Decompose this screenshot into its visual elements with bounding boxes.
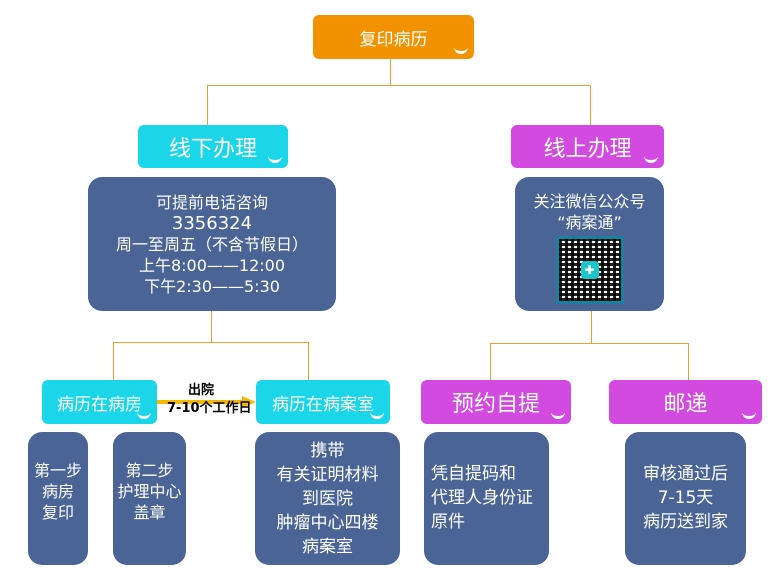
info-line: 关注微信公众号 [533, 192, 646, 211]
mail-label: 邮递 [663, 392, 708, 417]
bring-line: 肿瘤中心四楼 [276, 512, 379, 533]
detail-line: 原件 [431, 512, 465, 532]
step-line: 第一步 [33, 461, 82, 480]
phone-number: 3356324 [171, 212, 253, 234]
detail-line: 代理人身份证 [431, 488, 533, 508]
info-line: 下午2:30——5:30 [144, 276, 280, 296]
app-logo-icon: ✚ [580, 261, 599, 279]
step-line: 病房 [41, 482, 74, 501]
bring-line: 有关证明材料 [276, 464, 379, 485]
arrow-icon [157, 396, 256, 408]
root-node: 复印病历 [313, 15, 474, 59]
offline-title: 线下办理 [168, 136, 257, 162]
info-line: 上午8:00——12:00 [138, 255, 286, 275]
root-label: 复印病历 [359, 29, 428, 50]
online-info: 关注微信公众号 “病案通” ✚ [515, 177, 664, 311]
info-line: 周一至周五（不含节假日） [115, 234, 308, 254]
info-line: 可提前电话咨询 [155, 192, 268, 212]
mail-node: 邮递 [609, 380, 762, 424]
records-room-label: 病历在病案室 [272, 394, 374, 415]
detail-line: 审核通过后 [643, 464, 728, 484]
pickup-node: 预约自提 [421, 380, 571, 424]
online-title: 线上办理 [543, 136, 632, 162]
account-name: “病案通” [557, 213, 622, 232]
bring-line: 病案室 [302, 536, 353, 557]
detail-line: 凭自提码和 [431, 464, 516, 484]
pickup-label: 预约自提 [451, 392, 540, 417]
ward-node: 病历在病房 [42, 380, 157, 424]
step-line: 护理中心 [117, 482, 182, 501]
qr-code-icon: ✚ [555, 236, 624, 304]
arrow-label-bottom: 7-10个工作日 [167, 401, 252, 416]
mail-detail-box: 审核通过后 7-15天病历送到家 [625, 432, 746, 565]
step-line: 复印 [41, 503, 74, 522]
arrow-label-top: 出院 [188, 383, 215, 398]
step2-box: 第二步护理中心盖章 [113, 432, 186, 565]
offline-info: 可提前电话咨询 3356324 周一至周五（不含节假日） 上午8:00——12:… [88, 177, 336, 311]
detail-line: 7-15天 [657, 488, 714, 508]
step1-box: 第一步病房复印 [28, 432, 88, 565]
pickup-detail-box: 凭自提码和代理人身份证原件 [424, 432, 549, 565]
bring-line: 携带 [310, 440, 345, 461]
bring-line: 到医院 [302, 488, 353, 509]
step-line: 第二步 [125, 461, 174, 480]
detail-line: 病历送到家 [643, 512, 728, 532]
online-node: 线上办理 [511, 125, 664, 168]
bring-box: 携带有关证明材料到医院肿瘤中心四楼病案室 [255, 432, 400, 565]
records-room-node: 病历在病案室 [256, 380, 390, 424]
step-line: 盖章 [133, 503, 166, 522]
ward-label: 病历在病房 [57, 394, 142, 415]
offline-node: 线下办理 [138, 125, 288, 168]
